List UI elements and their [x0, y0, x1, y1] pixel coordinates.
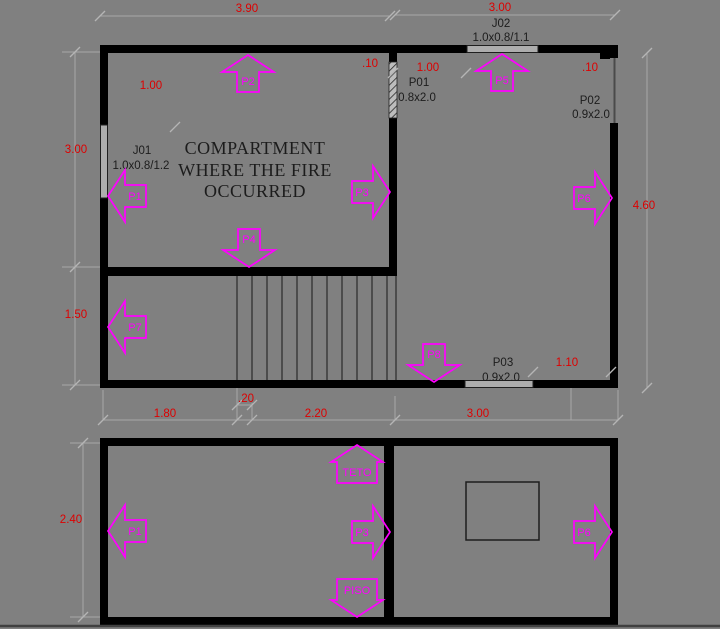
label-p02-name: P02 — [580, 95, 600, 107]
arrow-piso-shape — [328, 578, 386, 619]
arrow-p5-up: P5 — [473, 52, 531, 92]
section-left-room — [108, 446, 384, 617]
section-view — [0, 438, 720, 628]
room-title-line1: COMPARTMENT — [185, 138, 326, 158]
arrow-teto-label: TETO — [342, 467, 372, 479]
arrow-p3-section-shape — [351, 503, 392, 561]
door-p03-opening — [464, 380, 534, 388]
arrow-p3-right-plan: P3 — [351, 163, 392, 221]
arrow-p2-shape — [219, 53, 277, 93]
arrow-p6-shape — [573, 169, 614, 227]
arrow-p1-section-shape — [106, 502, 147, 560]
arrow-p6-right-plan: P6 — [573, 169, 614, 227]
dim-wall-thk-left: .10 — [362, 58, 378, 70]
room-title-line2: WHERE THE FIRE — [178, 160, 332, 180]
red-dimension-labels: 3.90 3.00 1.00 .10 1.00 .10 3.00 1.50 4.… — [60, 2, 655, 526]
arrow-p1-left-plan: P1 — [106, 167, 147, 225]
arrow-p4-label: P4 — [242, 234, 255, 246]
arrow-p2-up: P2 — [219, 53, 277, 93]
arrow-p1-section-label: P1 — [128, 526, 141, 538]
label-p03-name: P03 — [493, 357, 513, 369]
arrow-p6-section-shape — [573, 503, 614, 561]
section-window — [465, 481, 540, 541]
stair-treads — [236, 276, 397, 380]
arrow-piso-down: PISO — [328, 578, 386, 619]
label-j01-name: J01 — [133, 145, 152, 157]
label-p01-size: 0.8x2.0 — [398, 92, 436, 104]
dim-top-right-width: 3.00 — [489, 2, 511, 14]
arrow-p3-shape — [351, 163, 392, 221]
arrow-p4-down: P4 — [220, 228, 278, 269]
arrow-p3-label: P3 — [355, 187, 368, 199]
arrow-p8-label: P8 — [427, 349, 440, 361]
dim-left-lower-height: 1.50 — [65, 309, 87, 321]
room-title: COMPARTMENT WHERE THE FIRE OCCURRED — [178, 138, 332, 201]
arrow-p7-shape — [106, 298, 147, 356]
arrow-p6-section-label: P6 — [577, 527, 590, 539]
arrow-p3-section-label: P3 — [355, 527, 368, 539]
dim-top-width: 3.90 — [236, 3, 258, 15]
dim-door-offset: 1.00 — [417, 62, 439, 74]
dim-bottom-seg2: 2.20 — [305, 408, 327, 420]
dim-bottom-seg3: 3.00 — [467, 408, 489, 420]
arrow-p5-label: P5 — [495, 75, 508, 87]
arrow-p1-label: P1 — [128, 191, 141, 203]
arrow-p6-right-section: P6 — [573, 503, 614, 561]
window-j01-opening — [100, 124, 108, 199]
label-p02-size: 0.9x2.0 — [572, 109, 610, 121]
label-p03-size: 0.9x2.0 — [482, 372, 520, 384]
dim-bottom-seg1: 1.80 — [154, 408, 176, 420]
fire-room-interior — [108, 53, 389, 267]
arrow-p1-shape — [106, 167, 147, 225]
label-p01-name: P01 — [409, 77, 429, 89]
dim-stair-tread: .20 — [238, 393, 254, 405]
arrow-p5-shape — [473, 52, 531, 92]
label-j02-size: 1.0x0.8/1.1 — [473, 32, 530, 44]
room-title-line3: OCCURRED — [204, 181, 306, 201]
label-j01-size: 1.0x0.8/1.2 — [113, 160, 170, 172]
label-j02-name: J02 — [492, 18, 511, 30]
dim-section-height: 2.40 — [60, 514, 82, 526]
dim-right-height: 4.60 — [633, 200, 655, 212]
arrow-teto-shape — [328, 443, 386, 484]
arrow-teto-up: TETO — [328, 443, 386, 484]
arrow-p7-left: P7 — [106, 298, 147, 356]
floor-plan — [100, 45, 618, 388]
dim-wall-thk-right: .10 — [582, 62, 598, 74]
flow-arrows: P2 P5 P1 P3 P4 P6 P7 P8 — [106, 52, 614, 619]
arrow-p7-label: P7 — [128, 322, 141, 334]
dim-window-offset: 1.00 — [140, 80, 162, 92]
arrow-piso-label: PISO — [344, 585, 371, 597]
arrow-p1-left-section: P1 — [106, 502, 147, 560]
dim-p03-to-wall: 1.10 — [556, 357, 578, 369]
dim-left-upper-height: 3.00 — [65, 144, 87, 156]
arrow-p6-label: P6 — [577, 193, 590, 205]
black-labels: J02 1.0x0.8/1.1 P01 0.8x2.0 P02 0.9x2.0 … — [113, 18, 610, 384]
door-p01-hatched-wall — [388, 61, 398, 119]
arrow-p8-down: P8 — [405, 343, 463, 384]
arrow-p2-label: P2 — [241, 76, 254, 88]
arrow-p8-shape — [405, 343, 463, 384]
arrow-p4-shape — [220, 228, 278, 269]
right-room-interior — [397, 53, 610, 380]
arrow-p3-right-section: P3 — [351, 503, 392, 561]
corner-cap — [600, 53, 618, 59]
window-j02-opening — [466, 45, 539, 53]
